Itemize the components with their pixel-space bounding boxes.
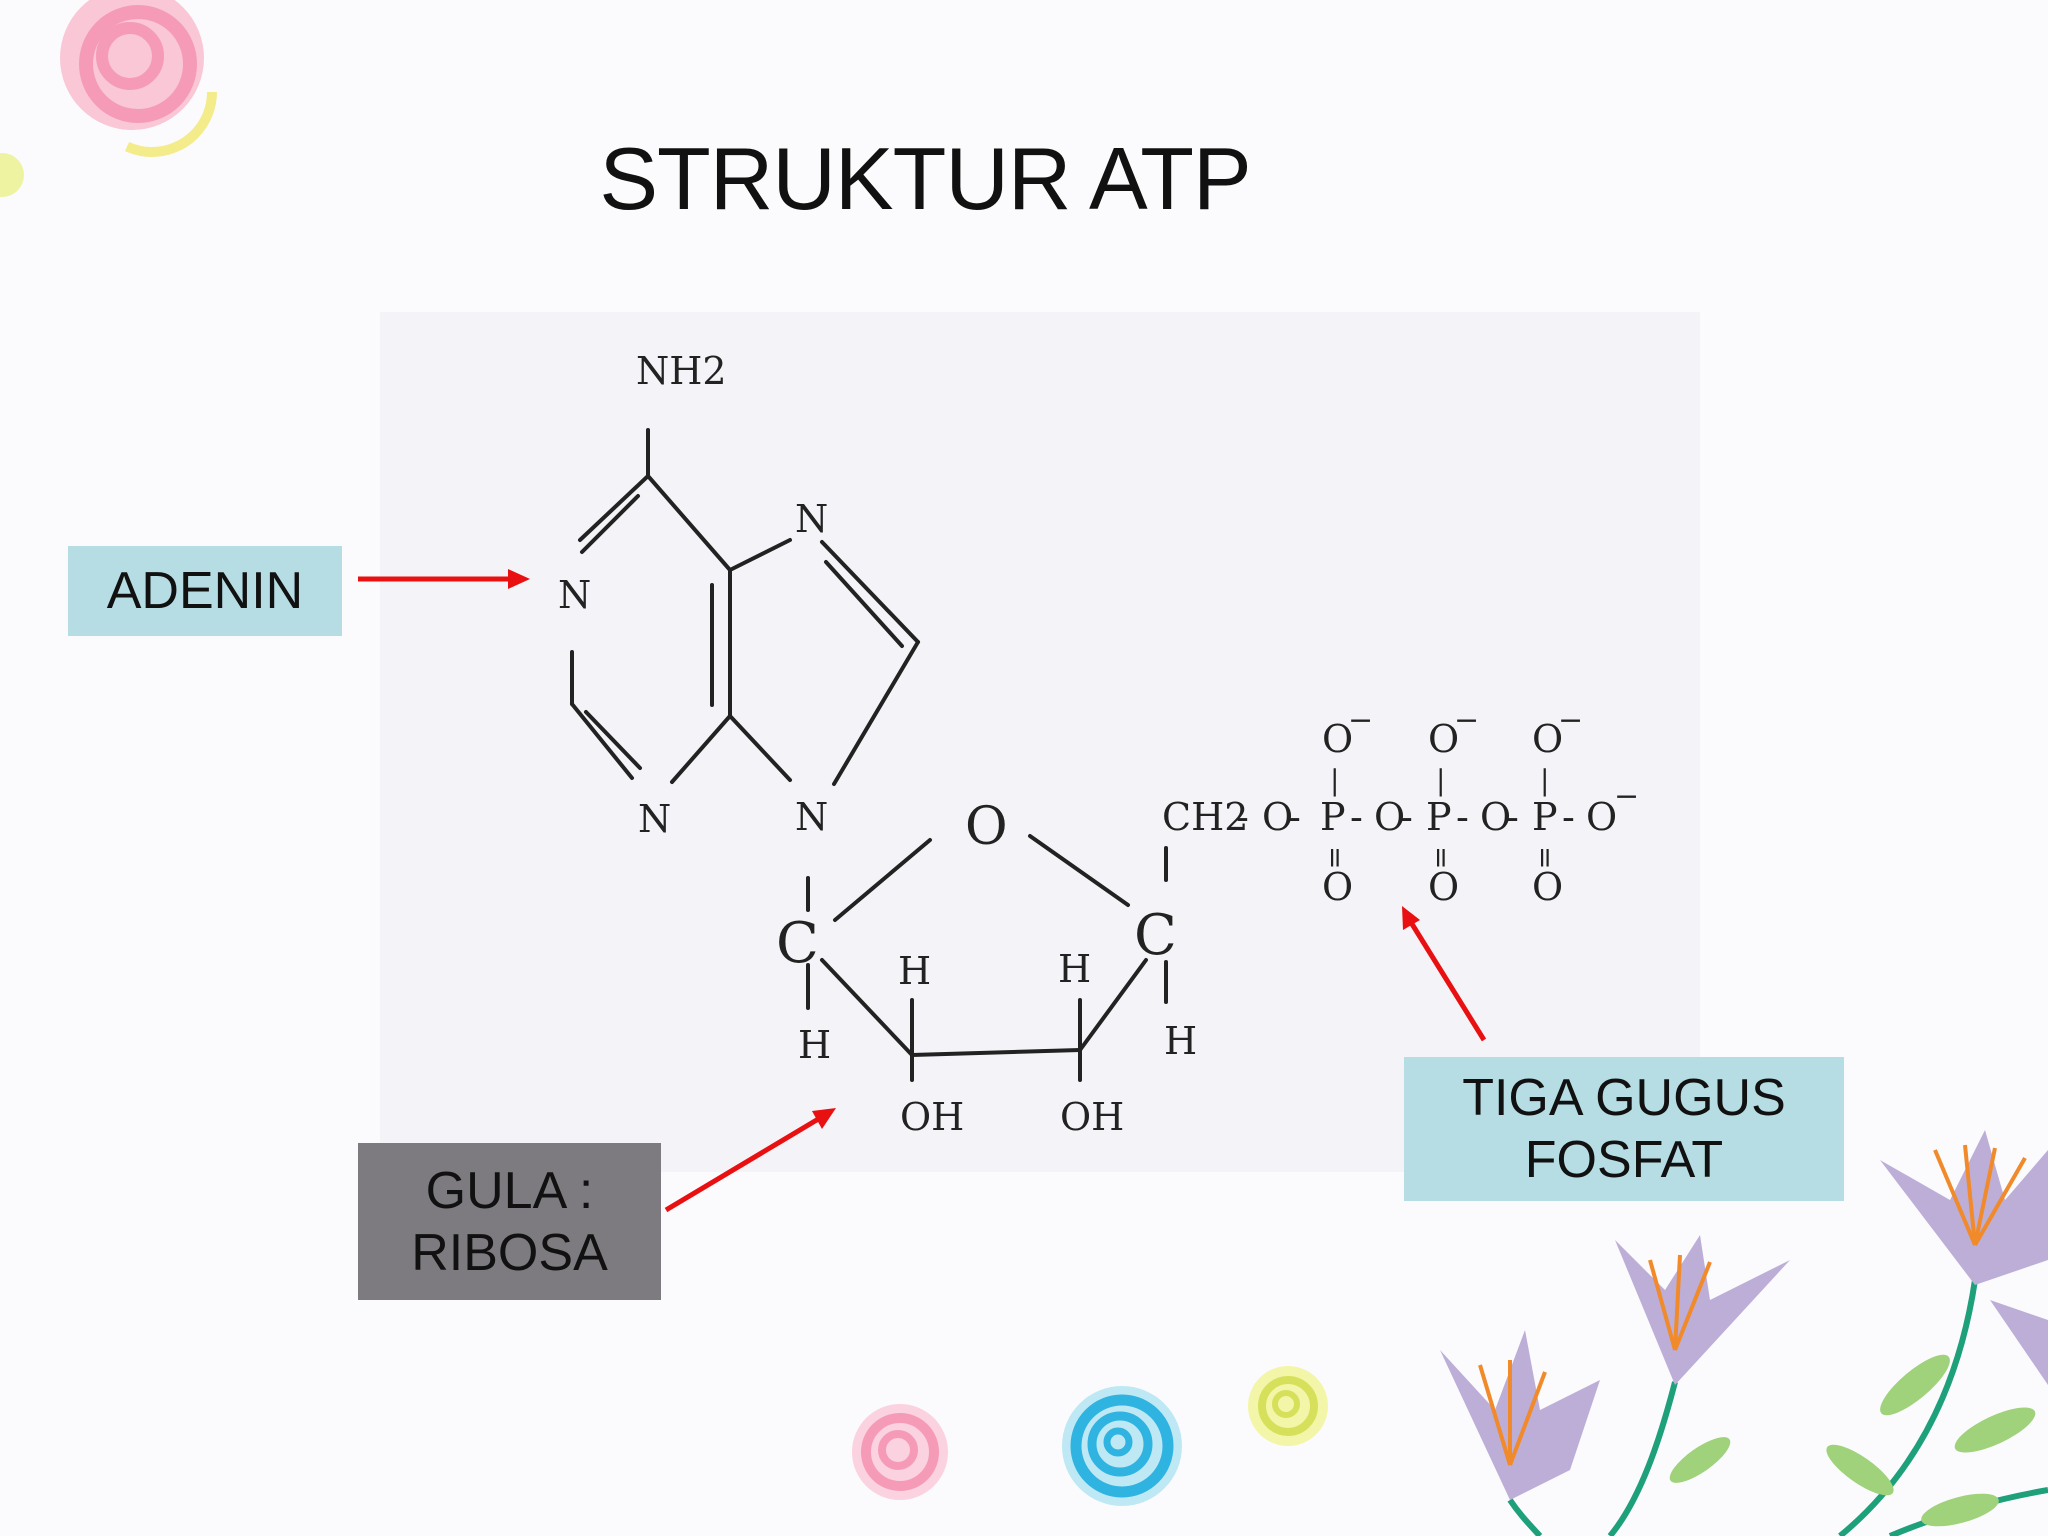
- atom-o-terminal: O: [1586, 795, 1617, 839]
- bond-c2-n3: [570, 702, 634, 780]
- atom-ch2: CH2: [1162, 795, 1248, 839]
- diagram-background: [380, 312, 1700, 1172]
- label-ribosa-line2: RIBOSA: [411, 1223, 608, 1282]
- swirl-pink-bottom-icon: [852, 1404, 948, 1500]
- charge-terminal: −: [1614, 779, 1639, 814]
- bond-o-c4: [1028, 834, 1130, 907]
- swirl-blue-bottom-icon: [1062, 1386, 1182, 1506]
- atom-o-alpha-top: O: [1322, 717, 1353, 761]
- bond-c1-o: [833, 838, 932, 922]
- flower-petals: [1440, 1130, 2048, 1500]
- atom-o-beta-top: O: [1428, 717, 1459, 761]
- bond-c3-c4: [1078, 958, 1148, 1052]
- bond-o-p3: -: [1506, 795, 1519, 839]
- decoration-flowers: [1440, 1130, 2048, 1536]
- bond-p2-o: -: [1456, 795, 1469, 839]
- swirl-pink-top-left-icon: [60, 0, 217, 157]
- charge-gamma: −: [1558, 703, 1583, 738]
- flower-leaves: [1669, 1354, 2036, 1527]
- label-fosfat-line1: TIGA GUGUS: [1462, 1069, 1786, 1127]
- bond-alpha-double: =: [1319, 846, 1352, 869]
- atom-h-c3: H: [1058, 947, 1091, 991]
- atom-n7: N: [795, 497, 828, 541]
- molecule-bonds: [570, 428, 1168, 1082]
- atom-nh2: NH2: [636, 349, 727, 393]
- atom-o-bridge-2: O: [1374, 795, 1405, 839]
- bond-c1-c2: [820, 958, 914, 1057]
- bond-c2-n3-double: [584, 710, 642, 770]
- atom-o-beta-bottom: O: [1428, 865, 1459, 909]
- molecule-atoms: NH2 N N N N O C C H H H H OH OH: [558, 349, 1197, 1139]
- bond-ch2-o: -: [1236, 795, 1249, 839]
- atom-o-bridge-1: O: [1262, 795, 1293, 839]
- atom-o-alpha-bottom: O: [1322, 865, 1353, 909]
- bond-gamma-double: =: [1529, 846, 1562, 869]
- bond-c2-c3: [910, 1048, 1082, 1057]
- atom-o-bridge-3: O: [1480, 795, 1511, 839]
- charge-beta: −: [1454, 703, 1479, 738]
- swirl-yellow-bottom-icon: [1248, 1366, 1328, 1446]
- atom-o-gamma-bottom: O: [1532, 865, 1563, 909]
- atom-p-beta: P: [1426, 795, 1452, 839]
- arrow-to-phosphates: [1402, 906, 1487, 1042]
- atom-oh-c3: OH: [1060, 1095, 1124, 1139]
- bond-p1-o: -: [1350, 795, 1363, 839]
- bond-c6-c5: [646, 474, 732, 572]
- bond-beta-double: =: [1425, 846, 1458, 869]
- slide-title: STRUKTUR ATP: [599, 129, 1251, 228]
- atom-ring-oxygen: O: [965, 797, 1008, 857]
- bond-o-p1: -: [1288, 795, 1301, 839]
- atom-p-alpha: P: [1320, 795, 1346, 839]
- label-ribosa: GULA : RIBOSA: [358, 1143, 661, 1300]
- atom-n3: N: [638, 797, 671, 841]
- bond-c4-n3: [670, 714, 732, 784]
- arrow-to-adenine: [358, 569, 530, 589]
- atom-oh-c2: OH: [900, 1095, 964, 1139]
- atom-c4: C: [1134, 903, 1177, 968]
- swirl-yellow-left-icon: [0, 153, 24, 197]
- atom-n1: N: [558, 573, 591, 617]
- atom-p-gamma: P: [1532, 795, 1558, 839]
- phosphate-chain: CH2 - O - P - O - P - O - P - O − O − O …: [1162, 703, 1639, 909]
- label-fosfat-line2: FOSFAT: [1524, 1131, 1724, 1189]
- bond-n7-c8-double: [824, 560, 904, 648]
- atom-c1: C: [776, 911, 819, 976]
- bond-c4-n9: [728, 714, 792, 782]
- bond-c6-n1: [578, 474, 650, 542]
- bond-c8-n9: [832, 640, 920, 786]
- bond-beta-top: |: [1436, 764, 1445, 797]
- label-fosfat: TIGA GUGUS FOSFAT: [1404, 1057, 1844, 1201]
- label-adenin: ADENIN: [68, 546, 342, 636]
- bond-c6-n1-double: [580, 494, 640, 554]
- bond-o-p2: -: [1400, 795, 1413, 839]
- flower-stamens: [1478, 1144, 2027, 1466]
- atom-h-c2: H: [898, 949, 931, 993]
- charge-alpha: −: [1348, 703, 1373, 738]
- bond-p3-o: -: [1562, 795, 1575, 839]
- atom-n9: N: [795, 795, 828, 839]
- bond-n7-c8: [820, 540, 920, 644]
- atom-h-c4: H: [1164, 1019, 1197, 1063]
- arrow-to-ribose: [664, 1108, 836, 1213]
- pointer-arrows: [358, 569, 1487, 1213]
- atom-h-c1: H: [798, 1023, 831, 1067]
- label-adenin-text: ADENIN: [106, 562, 304, 620]
- bond-alpha-top: |: [1330, 764, 1339, 797]
- atom-o-gamma-top: O: [1532, 717, 1563, 761]
- decoration-swirls: [0, 0, 1328, 1506]
- bond-gamma-top: |: [1540, 764, 1549, 797]
- label-ribosa-line1: GULA :: [425, 1161, 594, 1220]
- bond-c5-n7: [728, 538, 792, 572]
